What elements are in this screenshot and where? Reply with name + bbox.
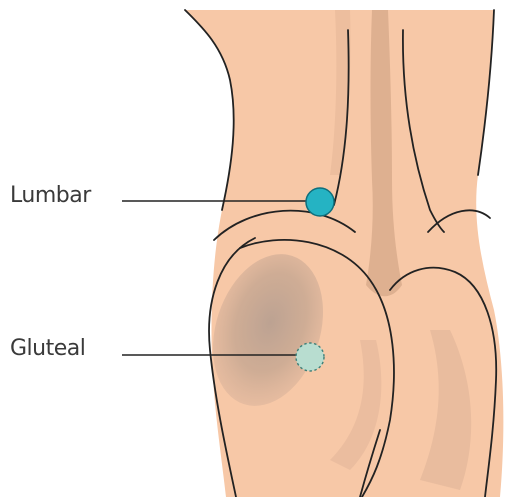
gluteal-site-marker: [296, 343, 324, 371]
lumbar-site-marker: [306, 188, 334, 216]
label-lumbar: Lumbar: [10, 185, 91, 207]
label-gluteal: Gluteal: [10, 338, 85, 360]
